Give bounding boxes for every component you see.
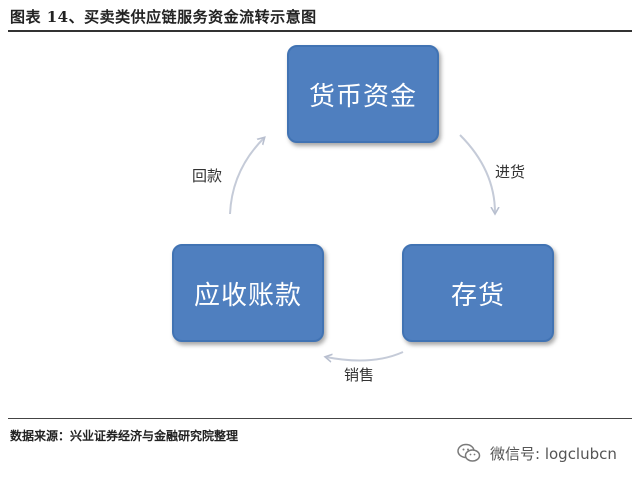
source-note: 数据来源：兴业证券经济与金融研究院整理 <box>10 429 239 443</box>
edge-label-collection: 回款 <box>192 167 223 185</box>
arrow-sales <box>326 351 404 361</box>
watermark-text: 微信号: logclubcn <box>490 444 617 463</box>
edge-label-purchase: 进货 <box>495 163 526 181</box>
figure-title: 图表 14、买卖类供应链服务资金流转示意图 <box>10 8 317 26</box>
node-cash: 货币资金 <box>287 45 439 143</box>
node-inventory: 存货 <box>402 244 554 342</box>
arrow-purchase <box>459 134 495 213</box>
watermark: 微信号: logclubcn <box>456 440 617 466</box>
wechat-icon <box>457 443 481 462</box>
edge-label-sales: 销售 <box>344 366 375 384</box>
arrow-collection <box>229 138 264 215</box>
node-receivables: 应收账款 <box>172 244 324 342</box>
bottom-divider <box>8 418 632 419</box>
top-divider <box>8 30 632 32</box>
